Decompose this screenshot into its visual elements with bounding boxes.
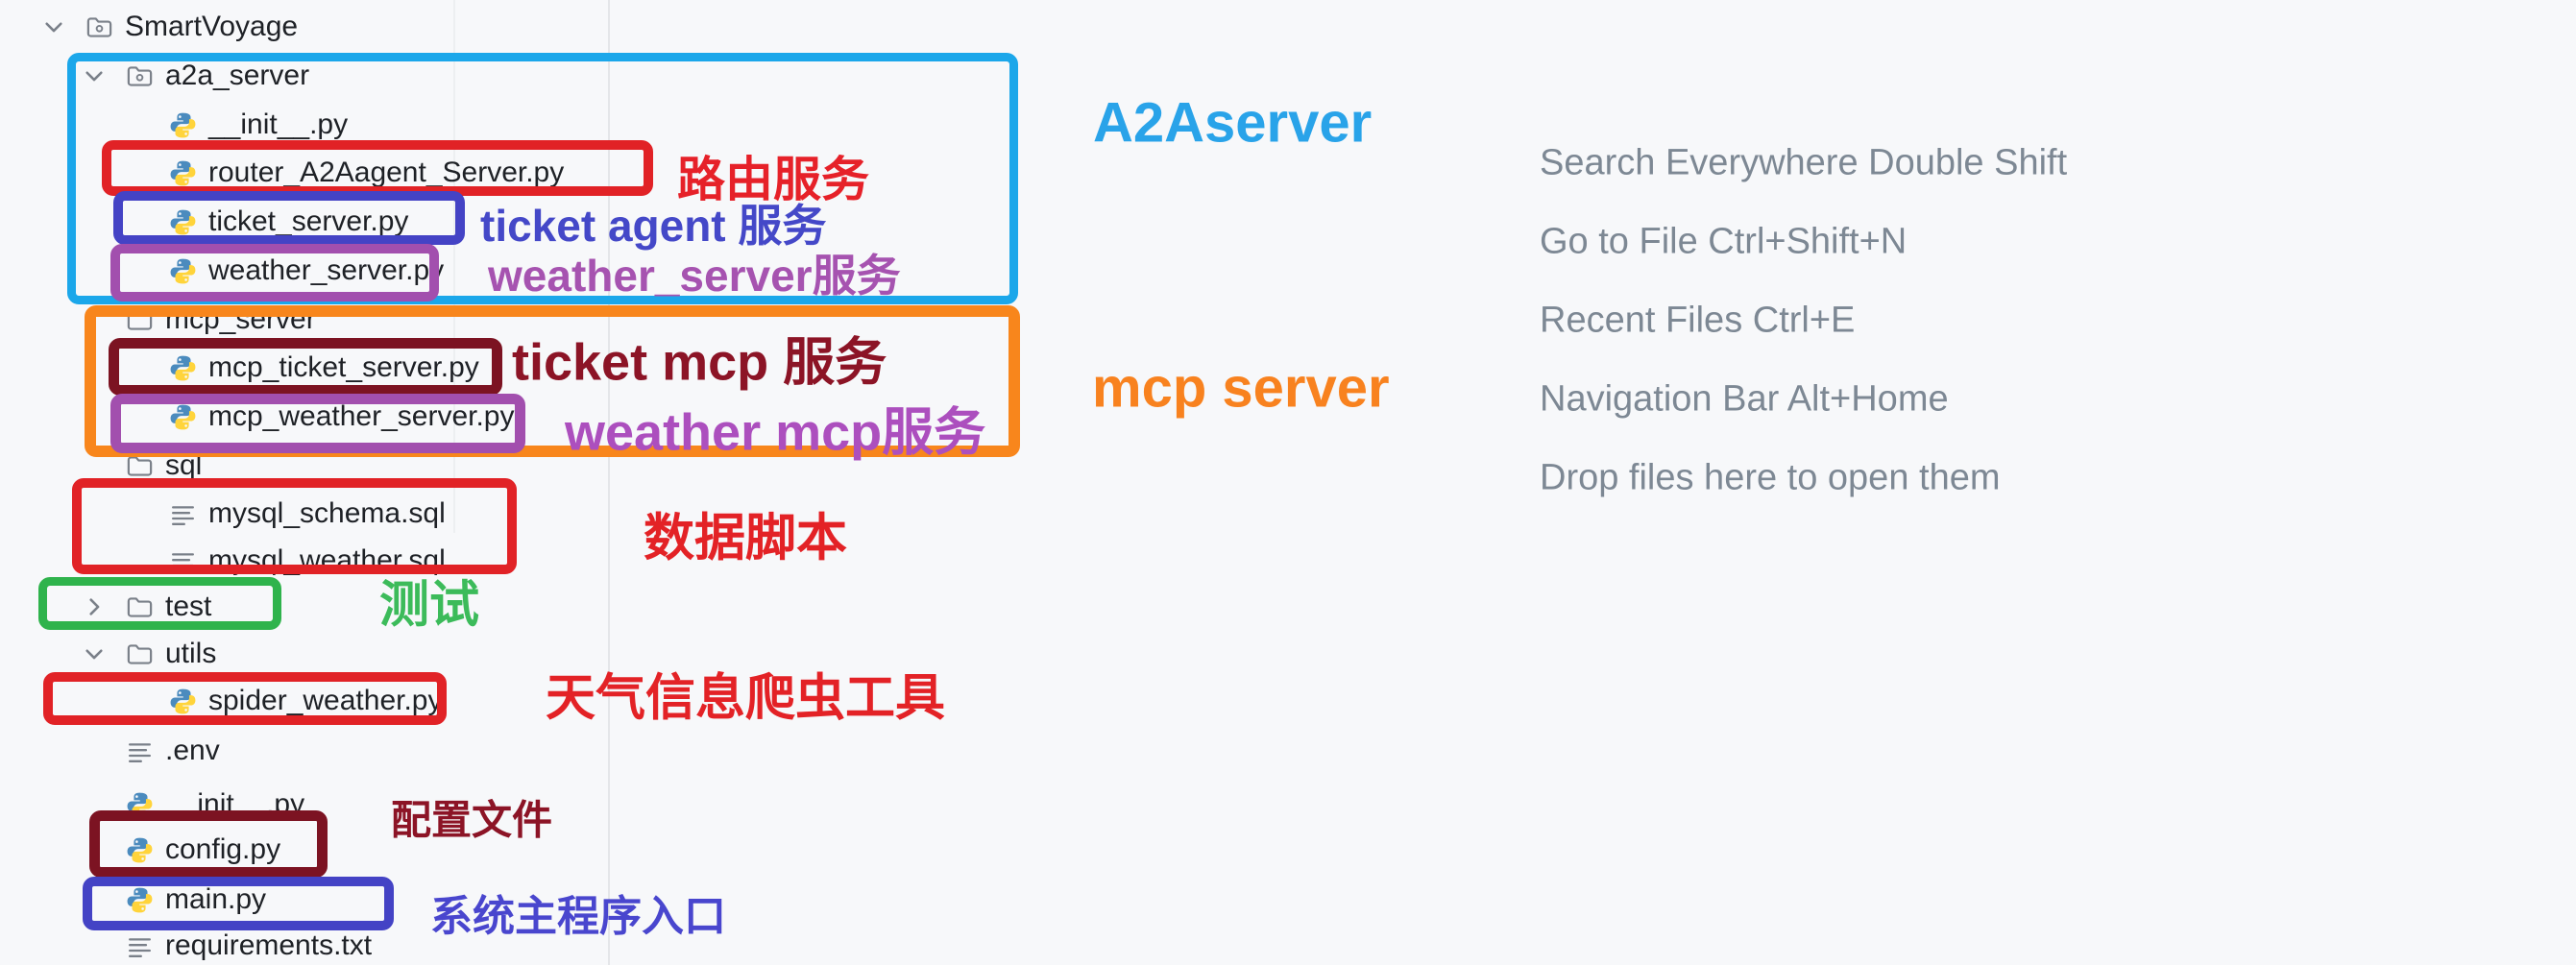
python-file-icon	[168, 402, 198, 432]
ticket-mcp-label: ticket mcp 服务	[512, 333, 887, 392]
tree-item-mysql-schema-sql[interactable]: mysql_schema.sql	[0, 490, 634, 538]
tree-item-spider-weather-py[interactable]: spider_weather.py	[0, 677, 634, 725]
router-file-box	[102, 140, 653, 196]
shortcut-hint-1: Go to File Ctrl+Shift+N	[1540, 221, 1908, 262]
test-label: 测试	[379, 577, 480, 634]
tree-item-label: config.py	[165, 833, 281, 865]
tree-item-label: a2a_server	[165, 60, 310, 91]
folder-icon	[125, 592, 155, 622]
tree-item-label: .env	[165, 735, 220, 766]
ticket-agent-label: ticket agent 服务	[480, 201, 827, 251]
tree-item-env[interactable]: .env	[0, 727, 634, 775]
inner-edge-line	[453, 0, 455, 533]
spider-file-box	[43, 672, 447, 725]
tree-item-init-py[interactable]: __init__.py	[0, 101, 634, 149]
tree-item-label: __init__.py	[208, 109, 349, 140]
a2a-server-group-box	[67, 53, 1018, 304]
chevron-down-icon[interactable]	[41, 14, 66, 39]
tree-item-label: mcp_weather_server.py	[208, 400, 515, 432]
python-file-icon	[125, 835, 155, 865]
main-file-box	[83, 877, 394, 930]
tree-item-label: mysql_schema.sql	[208, 497, 446, 529]
tree-item-config-py[interactable]: config.py	[0, 826, 634, 874]
tree-item-mcp-weather-server-py[interactable]: mcp_weather_server.py	[0, 393, 634, 441]
tree-item-requirements-txt[interactable]: requirements.txt	[0, 922, 634, 965]
test-folder-box	[38, 577, 281, 630]
shortcut-hint-2: Recent Files Ctrl+E	[1540, 300, 1856, 341]
router-label: 路由服务	[677, 153, 869, 206]
folder-icon	[125, 451, 155, 481]
mcp-heading: mcp server	[1092, 356, 1390, 420]
ticket-file-box	[113, 191, 465, 245]
tree-item-test[interactable]: test	[0, 583, 634, 631]
shortcut-hint-3: Navigation Bar Alt+Home	[1540, 378, 1949, 420]
python-file-icon	[168, 207, 198, 237]
tree-item-label: weather_server.py	[208, 254, 445, 286]
a2a-heading: A2Aserver	[1093, 91, 1373, 155]
chevron-down-icon[interactable]	[82, 63, 107, 88]
tree-item-label: ticket_server.py	[208, 205, 409, 237]
sql-files-box	[72, 478, 517, 574]
tree-item-smartvoyage[interactable]: SmartVoyage	[0, 3, 634, 51]
project-folder-icon	[85, 12, 114, 42]
python-file-icon	[168, 110, 198, 140]
tree-item-label: test	[165, 591, 212, 622]
text-file-icon	[125, 931, 155, 961]
panel-divider-line	[608, 0, 610, 965]
text-file-icon	[168, 499, 198, 529]
python-file-icon	[168, 353, 198, 383]
tree-item-label: SmartVoyage	[125, 11, 299, 42]
weather-file-box	[110, 244, 439, 302]
python-file-icon	[168, 256, 198, 286]
tree-item-main-py[interactable]: main.py	[0, 876, 634, 924]
spider-label: 天气信息爬虫工具	[546, 670, 946, 727]
data-script-label: 数据脚本	[644, 510, 847, 567]
python-file-icon	[168, 158, 198, 188]
config-file-box	[89, 810, 328, 878]
shortcut-hint-0: Search Everywhere Double Shift	[1540, 142, 2068, 183]
main-label: 系统主程序入口	[430, 893, 726, 940]
mcp-weather-file-box	[110, 394, 525, 453]
weather-mcp-label: weather mcp服务	[565, 403, 986, 462]
tree-item-label: requirements.txt	[165, 929, 373, 961]
chevron-down-icon[interactable]	[82, 641, 107, 666]
tree-item-router-a2aagent-server-py[interactable]: router_A2Aagent_Server.py	[0, 149, 634, 197]
mcp-server-group-box	[85, 305, 1020, 457]
python-file-icon	[168, 687, 198, 716]
weather-server-label: weather_server服务	[488, 251, 901, 301]
tree-item-label: router_A2Aagent_Server.py	[208, 157, 565, 188]
tree-item-utils[interactable]: utils	[0, 630, 634, 678]
project-folder-icon	[125, 61, 155, 91]
tree-item-label: spider_weather.py	[208, 685, 443, 716]
text-file-icon	[125, 736, 155, 766]
python-file-icon	[125, 885, 155, 915]
tree-item-ticket-server-py[interactable]: ticket_server.py	[0, 198, 634, 246]
tree-item-a2a-server[interactable]: a2a_server	[0, 52, 634, 100]
tree-item-label: mcp_ticket_server.py	[208, 351, 479, 383]
shortcut-hint-4: Drop files here to open them	[1540, 457, 2001, 498]
chevron-right-icon[interactable]	[82, 594, 107, 619]
tree-item-mcp-ticket-server-py[interactable]: mcp_ticket_server.py	[0, 344, 634, 392]
tree-item-label: main.py	[165, 883, 267, 915]
folder-icon	[125, 639, 155, 669]
config-label: 配置文件	[391, 797, 553, 843]
tree-item-label: utils	[165, 638, 217, 669]
mcp-ticket-file-box	[109, 338, 502, 396]
tree-item-weather-server-py[interactable]: weather_server.py	[0, 247, 634, 295]
